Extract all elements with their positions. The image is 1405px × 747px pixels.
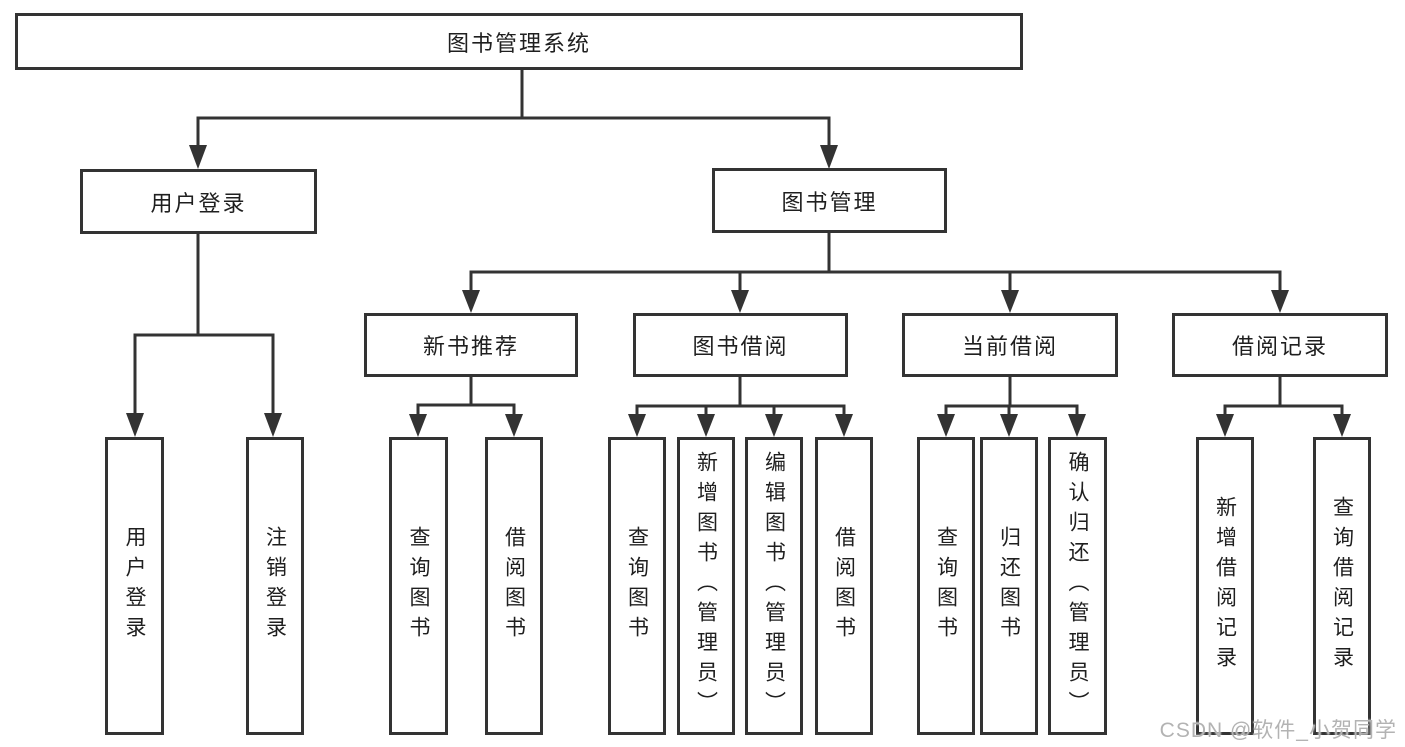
node-new-book-recommend: 新书推荐 — [364, 313, 578, 377]
node-label: 当前借阅 — [961, 334, 1058, 359]
node-current-borrow: 当前借阅 — [902, 313, 1118, 377]
leaf-query-book-current: 查询图书 — [917, 437, 975, 735]
leaf-query-borrow-record: 查询借阅记录 — [1313, 437, 1371, 735]
node-label: 查询图书 — [934, 526, 958, 646]
csdn-watermark: CSDN @软件_小贺同学 — [1159, 719, 1397, 742]
node-label: 借阅记录 — [1231, 334, 1328, 359]
node-label: 新增借阅记录 — [1213, 496, 1237, 676]
node-label: 查询图书 — [625, 526, 649, 646]
node-label: 归还图书 — [997, 526, 1021, 646]
leaf-return-book: 归还图书 — [980, 437, 1038, 735]
connector-arrowheads — [126, 145, 1351, 437]
leaf-logout: 注销登录 — [246, 437, 304, 735]
leaf-borrow-book-recommend: 借阅图书 — [485, 437, 543, 735]
node-label: 注销登录 — [263, 526, 287, 646]
leaf-add-book-admin: 新增图书（管理员） — [677, 437, 735, 735]
node-label: 借阅图书 — [832, 526, 856, 646]
node-label: 确认归还（管理员） — [1066, 451, 1089, 721]
node-label: 查询借阅记录 — [1330, 496, 1354, 676]
node-label: 用户登录 — [123, 526, 146, 646]
leaf-confirm-return-admin: 确认归还（管理员） — [1048, 437, 1107, 735]
node-label: 图书借阅 — [692, 334, 789, 359]
leaf-query-book-borrow: 查询图书 — [608, 437, 666, 735]
node-root-system: 图书管理系统 — [15, 13, 1023, 70]
node-book-management: 图书管理 — [712, 168, 947, 233]
node-label: 查询图书 — [407, 526, 430, 646]
node-label: 新增图书（管理员） — [694, 451, 718, 721]
node-label: 图书管理 — [781, 189, 878, 215]
node-book-borrow: 图书借阅 — [633, 313, 848, 377]
node-label: 借阅图书 — [502, 526, 526, 646]
node-user-login: 用户登录 — [80, 169, 317, 234]
leaf-query-book-recommend: 查询图书 — [389, 437, 448, 735]
node-label: 编辑图书（管理员） — [762, 451, 786, 721]
node-borrow-record: 借阅记录 — [1172, 313, 1388, 377]
node-label: 图书管理系统 — [446, 30, 591, 56]
leaf-borrow-book: 借阅图书 — [815, 437, 873, 735]
connector-strokes — [133, 70, 1344, 415]
leaf-user-login: 用户登录 — [105, 437, 164, 735]
leaf-edit-book-admin: 编辑图书（管理员） — [745, 437, 803, 735]
node-label: 用户登录 — [150, 190, 247, 216]
node-label: 新书推荐 — [422, 334, 519, 359]
leaf-add-borrow-record: 新增借阅记录 — [1196, 437, 1254, 735]
